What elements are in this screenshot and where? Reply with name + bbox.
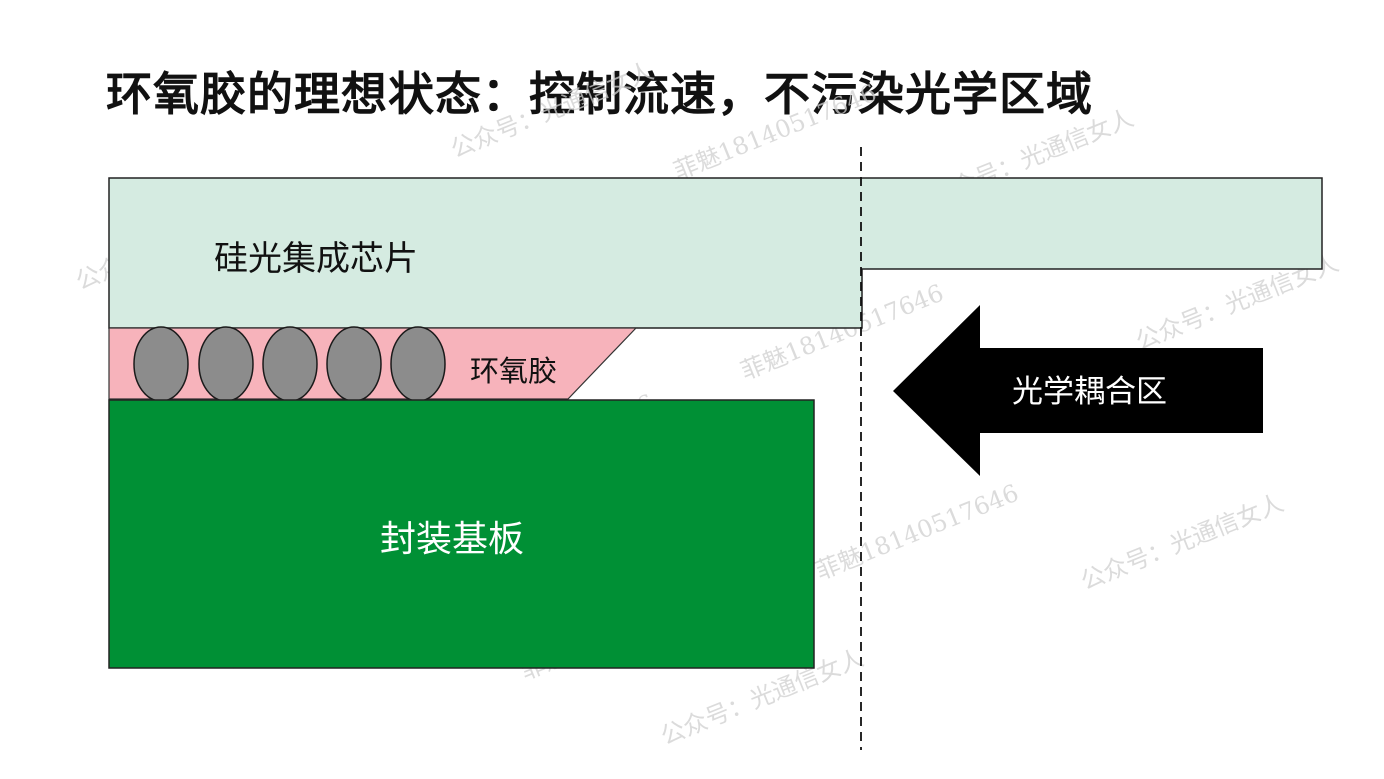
solder-bump <box>198 326 254 402</box>
chip-label: 硅光集成芯片 <box>214 239 418 279</box>
solder-bump <box>326 326 382 402</box>
epoxy-label: 环氧胶 <box>470 354 557 388</box>
substrate-label: 封装基板 <box>380 519 524 560</box>
solder-bump <box>133 326 189 402</box>
watermark-text: 菲魅18140517646 <box>812 479 1023 586</box>
solder-bump <box>262 326 318 402</box>
watermark-text: 公众号：光通信女人 <box>1077 489 1288 596</box>
page-title: 环氧胶的理想状态：控制流速，不污染光学区域 <box>106 67 1093 121</box>
coupling-arrow <box>893 305 1263 476</box>
solder-bump <box>390 326 446 402</box>
watermark-text: 公众号：光通信女人 <box>447 57 658 164</box>
solder-bumps <box>133 326 446 402</box>
package-substrate <box>108 399 815 669</box>
coupling-zone-label: 光学耦合区 <box>1012 374 1167 410</box>
watermark-text: 菲魅18140517646 <box>670 79 881 186</box>
